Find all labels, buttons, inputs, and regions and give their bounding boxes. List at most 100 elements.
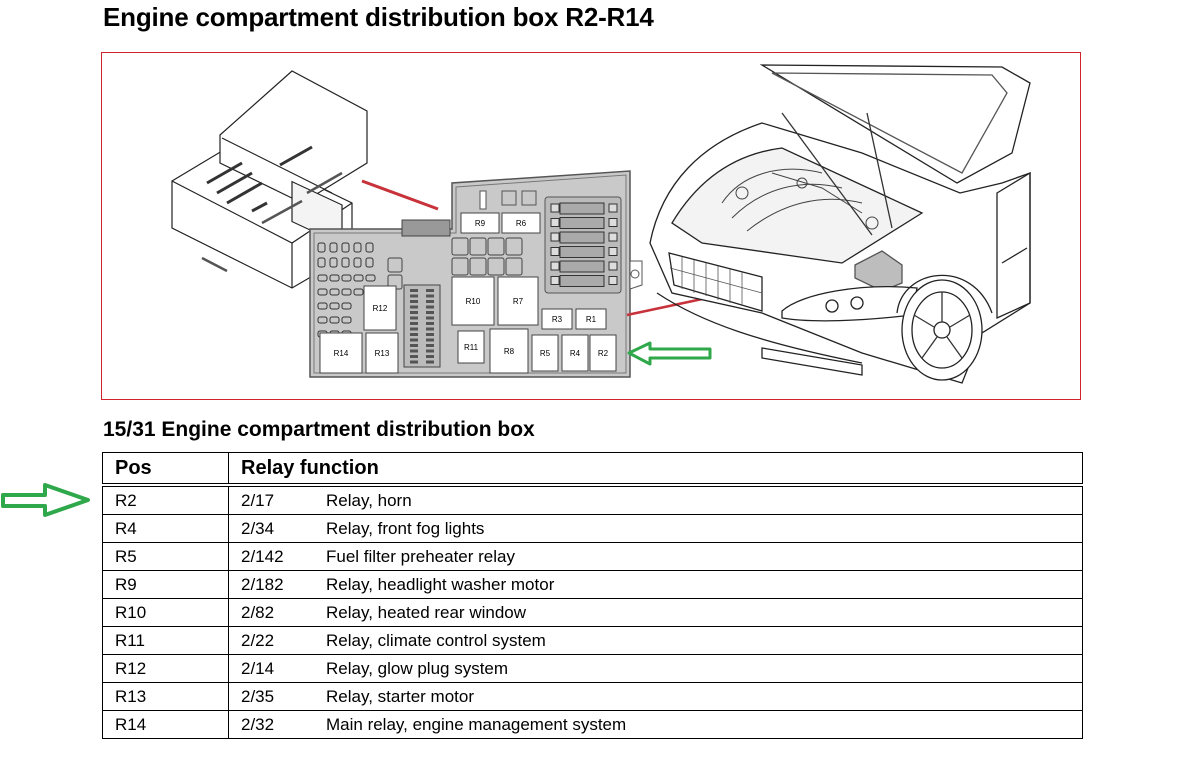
relay-r9: R9: [460, 212, 500, 234]
mini-fuse-slot: [365, 274, 376, 282]
fuse-terminal: [608, 232, 618, 242]
relay-position: R10: [102, 598, 229, 627]
relay-r8: R8: [489, 328, 529, 374]
connector-pin: [410, 338, 418, 342]
relay-code: 2/182: [241, 574, 284, 594]
small-relay-socket: [505, 237, 523, 256]
relay-position: R11: [102, 626, 229, 655]
mini-fuse-slot: [341, 302, 352, 310]
mini-fuse-slot: [317, 274, 328, 282]
relay-position: R2: [102, 484, 229, 515]
relay-code: 2/17: [241, 490, 275, 510]
connector-pin: [426, 327, 434, 331]
relay-position: R4: [102, 514, 229, 543]
fuse-terminal: [608, 247, 618, 256]
fuse-terminal: [550, 261, 560, 271]
section-title: 15/31 Engine compartment distribution bo…: [103, 418, 535, 441]
relay-code: 2/32: [241, 714, 275, 734]
relay-position: R5: [102, 542, 229, 571]
highlight-arrow-r2: [627, 341, 712, 366]
relay-r5: R5: [531, 334, 559, 372]
fuse-slot: [559, 217, 605, 229]
relay-r7: R7: [497, 276, 539, 326]
mini-fuse-slot: [353, 274, 364, 282]
fuse-terminal: [608, 261, 618, 271]
connector-pin: [410, 311, 418, 314]
mini-fuse-slot: [353, 242, 362, 253]
fuse-slot: [559, 202, 605, 215]
mini-fuse-slot: [329, 302, 340, 310]
mini-fuse-slot: [341, 257, 350, 268]
connector-pin: [410, 289, 418, 292]
mini-fuse-slot: [317, 316, 328, 324]
relay-function-cell: 2/82 Relay, heated rear window: [228, 598, 1083, 627]
connector-pin: [410, 355, 418, 358]
relay-r12: R12: [363, 285, 397, 331]
relay-code: 2/14: [241, 658, 275, 678]
relay-r1: R1: [575, 308, 607, 330]
relay-label: R11: [464, 343, 479, 352]
relay-function: Main relay, engine management system: [326, 714, 627, 734]
small-relay-socket: [387, 257, 403, 273]
fuse-terminal: [608, 218, 618, 227]
fuse-terminal: [550, 276, 560, 285]
connector-pin: [410, 322, 418, 325]
mini-fuse-slot: [317, 288, 328, 296]
relay-label: R3: [552, 315, 563, 324]
connector-pin: [426, 338, 434, 342]
relay-function: Relay, heated rear window: [326, 602, 527, 622]
connector-pin: [426, 294, 434, 298]
distribution-box-isometric: [171, 70, 368, 289]
header-pos: Pos: [102, 452, 229, 487]
relay-code: 2/34: [241, 518, 275, 538]
relay-label: R12: [373, 304, 388, 313]
connector-pin: [426, 355, 434, 358]
relay-label: R4: [570, 349, 581, 358]
relay-label: R2: [598, 349, 609, 358]
relay-r4: R4: [561, 334, 589, 372]
connector-pin: [426, 333, 434, 336]
small-relay-socket: [451, 237, 469, 256]
mini-fuse-slot: [341, 274, 352, 282]
relay-r3: R3: [541, 308, 573, 330]
small-relay-socket: [505, 257, 523, 276]
relay-function: Relay, headlight washer motor: [326, 574, 555, 594]
connector-pin: [410, 294, 418, 298]
relay-function-cell: 2/14 Relay, glow plug system: [228, 654, 1083, 683]
connector-pin: [410, 333, 418, 336]
mini-fuse-slot: [329, 316, 340, 324]
table-row: R10 2/82 Relay, heated rear window: [102, 598, 1083, 627]
connector-pin: [426, 316, 434, 320]
relay-code: 2/22: [241, 630, 275, 650]
fuse-terminal: [550, 203, 560, 213]
relay-r6: R6: [501, 212, 541, 234]
relay-function: Relay, glow plug system: [326, 658, 509, 678]
small-relay-socket: [469, 257, 487, 276]
connector-pin: [426, 349, 434, 353]
highlight-arrow-table-row: [1, 483, 90, 517]
connector-pin: [426, 311, 434, 314]
relay-label: R1: [586, 315, 597, 324]
relay-code: 2/82: [241, 602, 275, 622]
relay-function: Relay, starter motor: [326, 686, 475, 706]
fuse-slot: [559, 275, 605, 287]
fuse-terminal: [608, 203, 618, 213]
fuse-terminal: [608, 276, 618, 285]
relay-label: R14: [334, 349, 349, 358]
connector-pin: [426, 305, 434, 309]
mini-fuse-slot: [365, 257, 374, 268]
mini-fuse-slot: [341, 288, 352, 296]
relay-r11: R11: [457, 330, 485, 364]
relay-r14: R14: [319, 332, 363, 374]
